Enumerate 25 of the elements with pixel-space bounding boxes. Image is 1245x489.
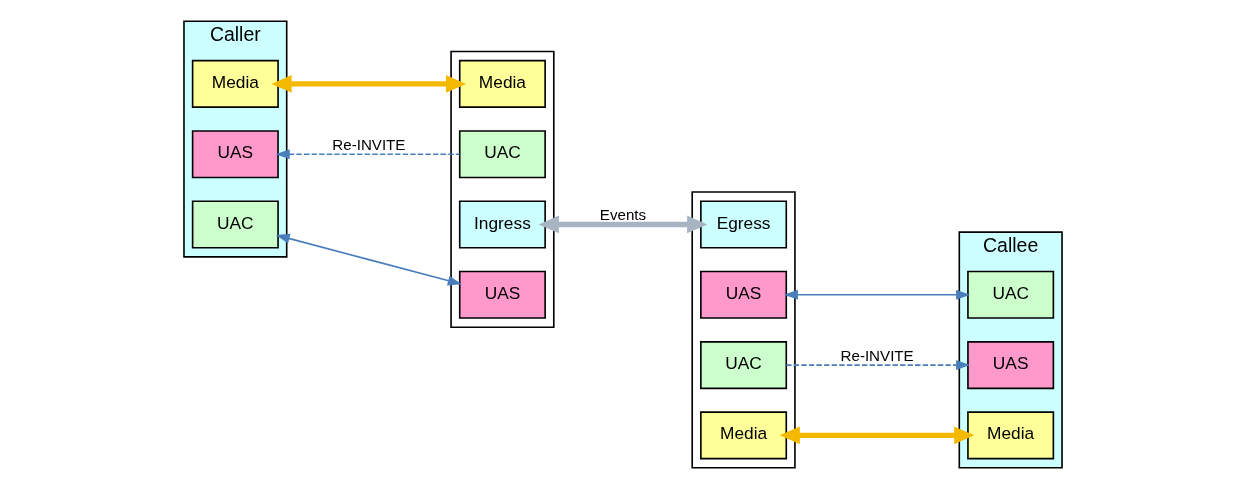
node-box: Ingress	[458, 200, 546, 249]
node-box: Media	[191, 59, 279, 108]
arrow	[538, 215, 707, 234]
edge-label: Re-INVITE	[331, 136, 405, 154]
edge-label: Events	[599, 206, 646, 224]
node-box: UAC	[191, 200, 279, 249]
arrow	[783, 289, 970, 300]
arrow	[779, 426, 974, 445]
node-box: UAC	[458, 130, 546, 179]
node-box: Media	[966, 411, 1054, 460]
node-box: UAC	[699, 341, 787, 390]
node-box: UAC	[966, 270, 1054, 319]
arrow	[275, 149, 460, 160]
node-box: UAS	[966, 341, 1054, 390]
node-box: UAS	[458, 270, 546, 319]
cluster	[449, 50, 555, 329]
node-box: Egress	[699, 200, 787, 249]
arrow	[785, 360, 970, 370]
edge-label: Re-INVITE	[840, 346, 914, 364]
node-box: Media	[458, 59, 546, 108]
node-box: UAS	[699, 270, 787, 319]
arrow	[275, 233, 462, 286]
node-box: UAS	[191, 130, 279, 179]
arrow	[270, 75, 466, 93]
node-box: Media	[699, 411, 787, 460]
